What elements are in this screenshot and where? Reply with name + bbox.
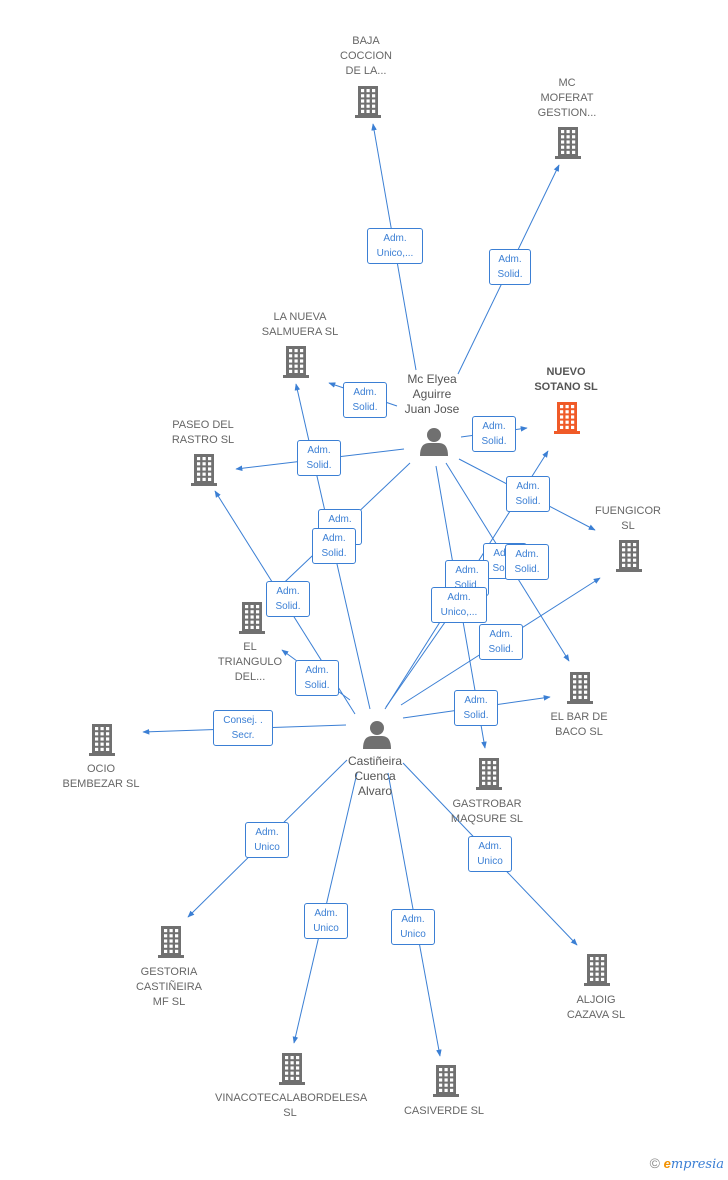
building-icon-trian[interactable] [239, 602, 265, 634]
company-label-trian[interactable]: EL TRIANGULO DEL... [217, 641, 283, 683]
building-icon-gest[interactable] [158, 926, 184, 958]
building-icon-mofer[interactable] [555, 127, 581, 159]
copyright-symbol: © [649, 1155, 660, 1171]
company-label-bar[interactable]: EL BAR DE BACO SL [550, 711, 608, 738]
edge-label-cast-aljo[interactable]: Adm. Unico [468, 836, 512, 872]
company-label-vina[interactable]: VINACOTECALABORDELESA SL [215, 1092, 368, 1119]
edge-label-cast-ocio[interactable]: Consej. . Secr. [213, 710, 273, 746]
brand-logo-e: e [663, 1156, 671, 1171]
company-label-fueng[interactable]: FUENGICOR SL [595, 505, 661, 532]
building-icon-gastro[interactable] [476, 758, 502, 790]
company-label-paseo[interactable]: PASEO DEL RASTRO SL [171, 419, 235, 446]
edge-label-cast-casi[interactable]: Adm. Unico [391, 909, 435, 945]
edge-label-mc-fueng[interactable]: Adm. Solid. [506, 476, 550, 512]
company-label-ocio[interactable]: OCIO BEMBEZAR SL [62, 763, 140, 790]
brand-logo-text: mpresia [670, 1157, 724, 1172]
edge-label-cast-gastro[interactable]: Adm. Unico,... [431, 587, 487, 623]
edge-label-cast-fueng[interactable]: Adm. Solid. [479, 624, 523, 660]
edge-label-cast-trian[interactable]: Adm. Solid. [295, 660, 339, 696]
edge-label-mc-baja[interactable]: Adm. Unico,... [367, 228, 423, 264]
edge-label-mc-mofer[interactable]: Adm. Solid. [489, 249, 531, 285]
building-icon-ocio[interactable] [89, 724, 115, 756]
edge-label-cast-nuevo[interactable]: Adm. Solid. [505, 544, 549, 580]
person-icon-cast[interactable] [363, 721, 391, 749]
brand-watermark: © empresia [650, 1155, 724, 1172]
person-icon-mc[interactable] [420, 428, 448, 456]
company-label-baja[interactable]: BAJA COCCION DE LA... [340, 35, 392, 77]
building-icon-nuevo[interactable] [554, 402, 580, 434]
person-label-cast[interactable]: Castiñeira Cuenca Alvaro [347, 754, 403, 798]
person-label-mc[interactable]: Mc Elyea Aguirre Juan Jose [404, 372, 460, 416]
edge-label-mc-paseo[interactable]: Adm. Solid. [297, 440, 341, 476]
building-icon-baja[interactable] [355, 86, 381, 118]
company-label-casi[interactable]: CASIVERDE SL [403, 1105, 485, 1117]
company-label-gest[interactable]: GESTORIA CASTIÑEIRA MF SL [135, 966, 202, 1008]
building-icon-vina[interactable] [279, 1053, 305, 1085]
building-icon-aljo[interactable] [584, 954, 610, 986]
company-label-gastro[interactable]: GASTROBAR MAQSURE SL [450, 798, 524, 825]
building-icon-salm[interactable] [283, 346, 309, 378]
company-label-aljo[interactable]: ALJOIG CAZAVA SL [566, 994, 626, 1021]
edge-label-mc-salm[interactable]: Adm. Solid. [343, 382, 387, 418]
building-icon-casi[interactable] [433, 1065, 459, 1097]
company-label-salm[interactable]: LA NUEVA SALMUERA SL [261, 311, 339, 338]
edge-label-cast-vina[interactable]: Adm. Unico [304, 903, 348, 939]
company-label-mofer[interactable]: MC MOFERAT GESTION... [537, 77, 597, 119]
edge-label-cast-salm[interactable]: Adm. Solid. [312, 528, 356, 564]
edge-label-mc-nuevo[interactable]: Adm. Solid. [472, 416, 516, 452]
edge-label-cast-bar[interactable]: Adm. Solid. [454, 690, 498, 726]
building-icon-paseo[interactable] [191, 454, 217, 486]
company-label-nuevo[interactable]: NUEVO SOTANO SL [534, 366, 598, 393]
building-icon-bar[interactable] [567, 672, 593, 704]
building-icon-fueng[interactable] [616, 540, 642, 572]
edge-label-cast-gest[interactable]: Adm. Unico [245, 822, 289, 858]
edge-label-cast-paseo[interactable]: Adm. Solid. [266, 581, 310, 617]
